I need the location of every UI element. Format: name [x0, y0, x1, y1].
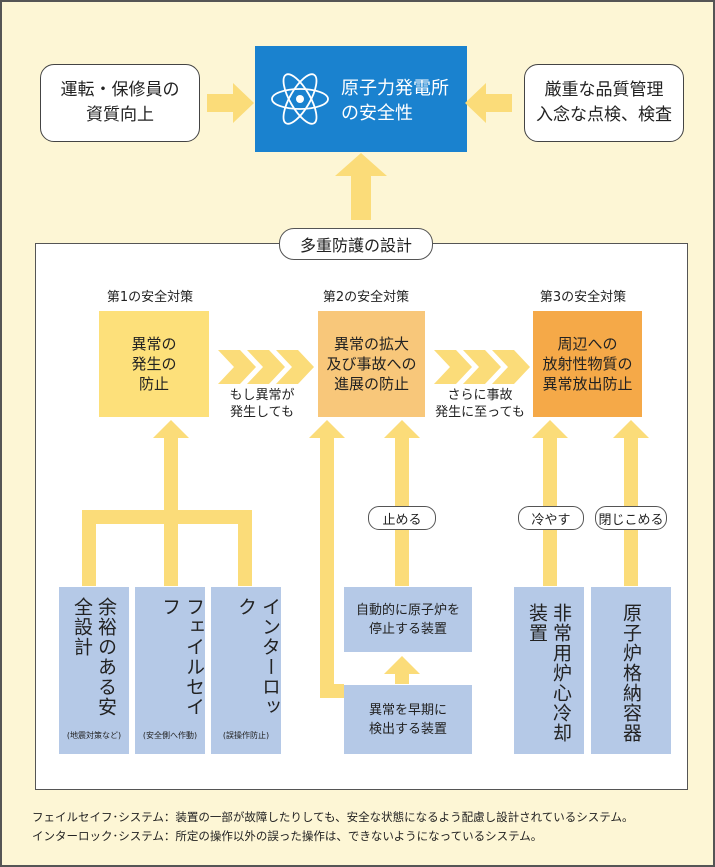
chevron-right-icon [247, 350, 285, 384]
atom-icon [271, 73, 329, 125]
safety-margin-design-note: (地震対策など) [66, 730, 122, 740]
early-detection-device-box: 異常を早期に 検出する装置 [344, 685, 472, 754]
arrow-up-icon [153, 420, 189, 438]
chevron-right-icon [463, 350, 501, 384]
measure-2-text: 異常の拡大 及び事故への 進展の防止 [326, 335, 417, 393]
contain-pill: 閉じこめる [595, 506, 667, 530]
interlock-label: インターロック [235, 597, 281, 717]
operator-quality-box: 運転・保修員の 資質向上 [40, 64, 200, 142]
safety-margin-design-label: 余裕のある安全設計 [71, 597, 117, 717]
arrow-up-icon [384, 656, 420, 674]
chevron-right-icon [218, 350, 256, 384]
arrow-up-icon [309, 420, 345, 438]
measure-2-box: 異常の拡大 及び事故への 進展の防止 [318, 311, 425, 417]
fail-safe-box: フェイルセイフ (安全側へ作動) [135, 587, 205, 754]
panel-title: 多重防護の設計 [279, 228, 433, 260]
arrow-up-icon [335, 153, 387, 220]
measure-1-title: 第1の安全対策 [106, 289, 194, 305]
footnote-interlock: インターロック･システム：所定の操作以外の誤った操作は、できないようになっている… [32, 829, 543, 843]
containment-vessel-box: 原子炉格納容器 [591, 587, 671, 754]
early-detection-device-text: 異常を早期に 検出する装置 [368, 702, 447, 737]
arrow-up-icon [613, 420, 649, 438]
condition-1-label: もし異常が 発生しても [229, 388, 295, 420]
quality-control-text: 厳重な品質管理 入念な点検、検査 [536, 80, 672, 125]
measure-1-text: 異常の 発生の 防止 [131, 335, 177, 393]
fail-safe-note: (安全側へ作動) [142, 730, 198, 740]
chevron-right-icon [276, 350, 314, 384]
measure-1-box: 異常の 発生の 防止 [99, 311, 209, 417]
eccs-label: 非常用炉心冷却装置 [526, 603, 572, 743]
chevron-right-icon [492, 350, 530, 384]
measure-2-title: 第2の安全対策 [322, 289, 410, 305]
cool-pill: 冷やす [518, 506, 584, 530]
measure-3-text: 周辺への 放射性物質の 異常放出防止 [542, 335, 633, 393]
arrow-right-icon [207, 83, 254, 123]
measure-3-box: 周辺への 放射性物質の 異常放出防止 [533, 311, 642, 417]
interlock-note: (誤操作防止) [222, 730, 270, 740]
measure-3-title: 第3の安全対策 [539, 289, 627, 305]
containment-vessel-label: 原子炉格納容器 [620, 603, 642, 743]
chevron-right-icon [434, 350, 472, 384]
safety-margin-design-box: 余裕のある安全設計 (地震対策など) [59, 587, 129, 754]
footnote-fail-safe: フェイルセイフ･システム：装置の一部が故障したりしても、安全な状態になるよう配慮… [32, 810, 634, 824]
operator-quality-text: 運転・保修員の 資質向上 [60, 80, 180, 125]
auto-shutdown-device-box: 自動的に原子炉を 停止する装置 [344, 587, 472, 652]
auto-shutdown-device-text: 自動的に原子炉を 停止する装置 [355, 602, 460, 637]
fail-safe-label: フェイルセイフ [159, 597, 205, 717]
eccs-box: 非常用炉心冷却装置 [514, 587, 584, 754]
arrow-left-icon [465, 83, 512, 123]
arrow-up-icon [384, 420, 420, 438]
interlock-box: インターロック (誤操作防止) [211, 587, 281, 754]
stop-pill: 止める [368, 506, 436, 530]
plant-safety-text: 原子力発電所 の安全性 [341, 78, 449, 124]
quality-control-box: 厳重な品質管理 入念な点検、検査 [524, 64, 684, 142]
arrow-up-icon [532, 420, 568, 438]
plant-safety-box: 原子力発電所 の安全性 [255, 46, 467, 152]
condition-2-label: さらに事故 発生に至っても [435, 388, 525, 420]
